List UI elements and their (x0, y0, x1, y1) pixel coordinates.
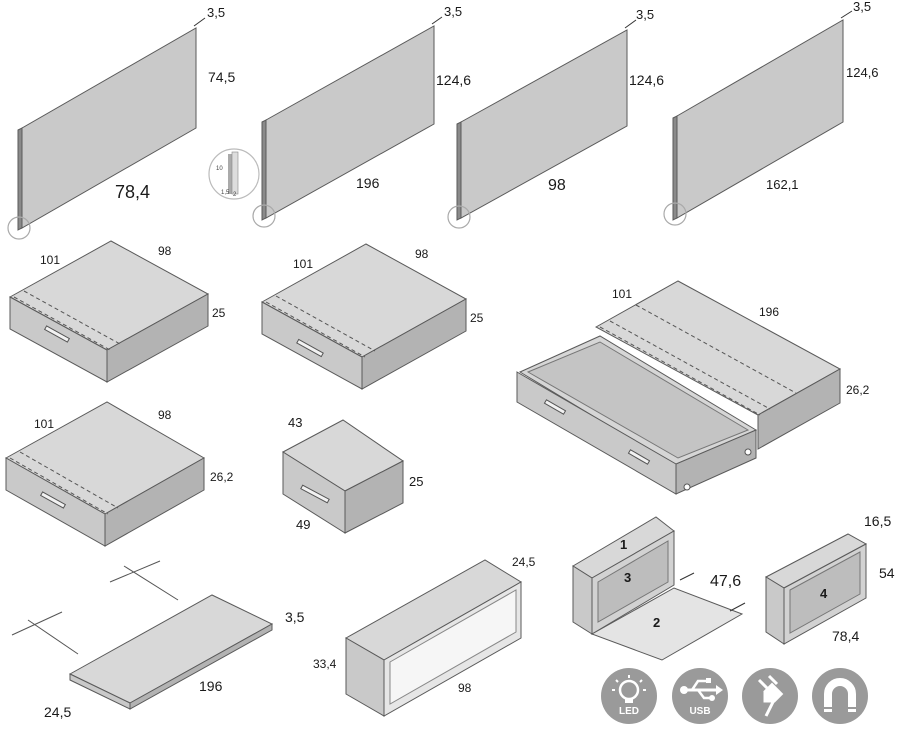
panel-3 (447, 19, 637, 229)
detail-dim-2: 2 (233, 192, 237, 198)
panel-1 (7, 17, 206, 240)
base-3-height: 26,2 (210, 470, 234, 484)
base-1 (8, 240, 210, 383)
desk-part-3: 3 (624, 570, 632, 585)
desk-depth: 47,6 (710, 573, 742, 590)
shelf-board (68, 594, 274, 710)
detail-dim-10: 10 (216, 166, 223, 172)
base-3-width: 98 (158, 408, 172, 422)
base-2 (260, 243, 468, 390)
led-bulb-icon: LED (601, 668, 657, 724)
box-4 (764, 533, 868, 645)
base-2-depth: 101 (293, 257, 314, 271)
usb-label: USB (689, 706, 711, 717)
panel-2-height: 124,6 (436, 72, 472, 88)
base-1-width: 98 (158, 244, 172, 258)
shelf-depth: 24,5 (44, 704, 72, 720)
panel-4-height: 124,6 (846, 65, 879, 80)
panel-4-thickness: 3,5 (853, 0, 872, 14)
box-4-width: 78,4 (832, 628, 860, 644)
desk-part-1: 1 (620, 537, 628, 552)
cube-width: 49 (296, 517, 311, 532)
double-base-height: 26,2 (846, 383, 870, 397)
base-1-height: 25 (212, 306, 226, 320)
base-3-depth: 101 (34, 417, 55, 431)
shelf-length: 196 (199, 678, 223, 694)
open-shelf (344, 559, 522, 717)
box-4-height: 54 (879, 565, 895, 581)
cube (282, 419, 404, 534)
led-label: LED (619, 706, 639, 717)
magnet-icon (812, 668, 868, 724)
panel-2-width: 196 (356, 175, 380, 191)
panel-1-height: 74,5 (208, 69, 236, 85)
open-shelf-depth: 24,5 (512, 555, 536, 569)
desk-unit (572, 516, 746, 661)
panel-3-height: 124,6 (629, 72, 665, 88)
panel-2-thickness: 3,5 (444, 4, 463, 19)
usb-icon: USB (672, 668, 728, 724)
desk-part-2: 2 (653, 615, 661, 630)
base-1-depth: 101 (40, 253, 61, 267)
panel-4-width: 162,1 (766, 177, 799, 192)
cube-depth: 43 (288, 415, 303, 430)
base-double (516, 280, 842, 495)
power-plug-icon (742, 668, 798, 724)
base-2-width: 98 (415, 247, 429, 261)
detail-dim-1-5: 1,5 (221, 190, 230, 196)
shelf-brackets (11, 560, 179, 655)
box-4-number: 4 (820, 586, 828, 601)
base-2-height: 25 (470, 311, 484, 325)
base-3 (4, 401, 206, 547)
open-shelf-height: 33,4 (313, 657, 337, 671)
box-4-depth: 16,5 (864, 513, 892, 529)
cube-height: 25 (409, 474, 424, 489)
double-base-width: 196 (759, 305, 780, 319)
panel-3-thickness: 3,5 (636, 7, 655, 22)
double-base-depth: 101 (612, 287, 633, 301)
open-shelf-width: 98 (458, 681, 472, 695)
edge-detail-circle (208, 148, 260, 200)
panel-1-width: 78,4 (115, 182, 151, 202)
shelf-thickness: 3,5 (285, 609, 305, 625)
panel-3-width: 98 (548, 177, 566, 194)
panel-1-thickness: 3,5 (207, 5, 226, 20)
panel-2 (252, 16, 443, 228)
panel-4 (663, 10, 853, 226)
